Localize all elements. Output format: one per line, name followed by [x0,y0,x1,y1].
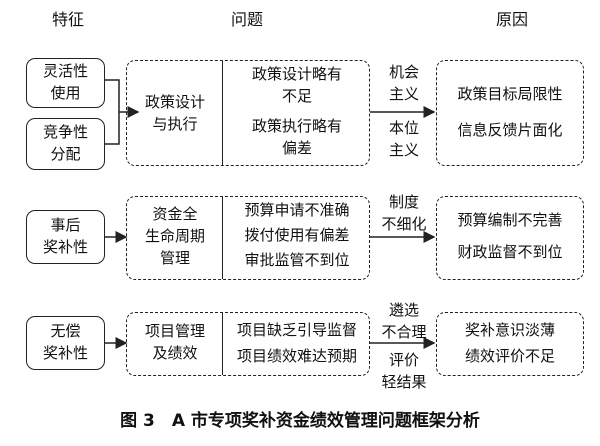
cause-budget-compile: 预算编制不完善 [457,211,563,229]
process-project-management: 项目管理 及绩效 [144,322,205,362]
feature-flexible-use: 灵活性 使用 [26,58,105,108]
feature-bracket [105,79,120,145]
problem-divider-1 [222,61,223,165]
issue-disbursement: 拨付使用有偏差 [244,226,350,244]
problem-group-1 [126,60,370,166]
feature-free-subsidy: 无偿 奖补性 [26,316,105,370]
issue-budget-application: 预算申请不准确 [244,201,350,219]
cause-performance-evaluation: 绩效评价不足 [464,347,555,365]
link-evaluation-ignores-results: 评价 轻结果 [381,351,427,391]
cause-group-2 [436,196,584,280]
issue-policy-execution: 政策执行略有 偏差 [251,117,342,157]
figure-caption: 图 3 A 市专项奖补资金绩效管理问题框架分析 [120,411,480,431]
feature-post-subsidy: 事后 奖补性 [26,210,105,264]
process-policy-design: 政策设计 与执行 [144,93,205,133]
header-causes: 原因 [496,10,529,29]
problem-divider-3 [222,313,223,375]
problem-group-3 [126,312,370,376]
cause-policy-goal: 政策目标局限性 [457,85,563,103]
issue-project-guidance: 项目缺乏引导监督 [236,321,357,339]
feature-competitive-allocation: 竞争性 分配 [26,118,105,170]
link-opportunism: 机会 主义 [388,63,419,103]
cause-group-3 [436,312,584,376]
header-problems: 问题 [231,10,264,29]
issue-policy-design: 政策设计略有 不足 [251,65,342,105]
process-lifecycle: 资金全 生命周期 管理 [144,205,205,267]
cause-fiscal-supervision: 财政监督不到位 [457,243,563,261]
issue-project-performance: 项目绩效难达预期 [236,347,357,365]
cause-group-1 [436,60,584,166]
link-institution-not-refined: 制度 不细化 [381,193,427,233]
cause-subsidy-awareness: 奖补意识淡薄 [464,321,555,339]
cause-info-feedback: 信息反馈片面化 [457,121,563,139]
header-features: 特征 [52,10,85,29]
problem-divider-2 [222,197,223,279]
link-selection-unreasonable: 遴选 不合理 [381,301,427,341]
link-departmentalism: 本位 主义 [388,119,419,159]
problem-group-2 [126,196,370,280]
issue-approval-supervision: 审批监管不到位 [244,251,350,269]
